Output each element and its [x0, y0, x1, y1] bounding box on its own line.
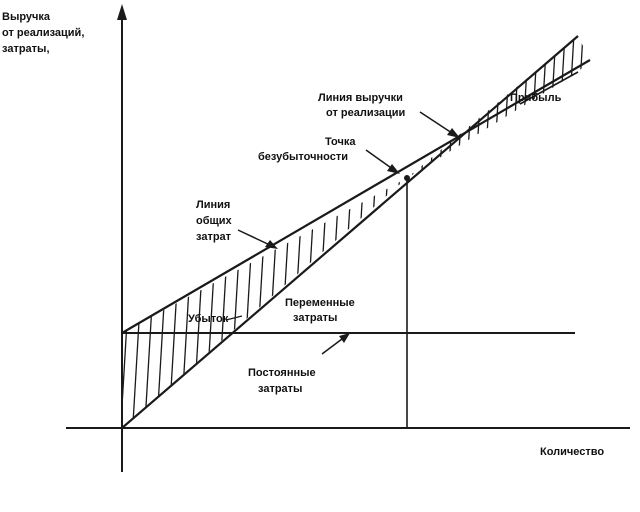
profit-label: Прибыль	[510, 92, 562, 104]
profit-hatch-stroke	[531, 36, 559, 178]
loss-pointer-arrow	[225, 315, 243, 321]
profit-hatch-stroke	[549, 36, 577, 178]
y-axis-label-line-1: Выручка	[2, 11, 51, 23]
breakeven-label-1: Точка	[325, 136, 356, 148]
loss-hatch-stroke	[0, 0, 26, 440]
x-axis-label: Количество	[540, 446, 604, 458]
profit-hatch-stroke	[334, 0, 360, 440]
revenue-pointer-arrowhead-icon	[447, 128, 460, 138]
profit-hatch-stroke	[513, 36, 541, 178]
revenue-line-label-2: от реализации	[326, 107, 405, 119]
profit-hatch-stroke	[379, 0, 405, 440]
loss-hatch-stroke	[335, 178, 363, 428]
profit-hatch-stroke	[522, 36, 550, 178]
profit-hatch-stroke	[450, 36, 478, 178]
profit-hatch-stroke	[441, 36, 469, 178]
revenue-line	[121, 35, 579, 429]
loss-hatch-stroke	[143, 178, 171, 428]
total-costs-pointer-arrowhead-icon	[265, 240, 278, 249]
loss-hatch-stroke	[0, 0, 14, 440]
fixed-costs-pointer-arrowhead-icon	[339, 333, 350, 343]
fixed-costs-label-2: затраты	[258, 383, 302, 395]
revenue-line-label-1: Линия выручки	[318, 92, 403, 104]
loss-hatch-stroke	[420, 0, 446, 440]
profit-hatch-stroke	[585, 36, 590, 178]
profit-hatch-stroke	[486, 36, 514, 178]
variable-costs-label-1: Переменные	[285, 297, 355, 309]
profit-hatch-stroke	[407, 36, 433, 178]
loss-hatch-stroke	[12, 0, 38, 440]
total-costs-label-2: общих	[196, 215, 233, 227]
profit-hatch-stroke	[316, 0, 342, 440]
profit-hatch-stroke	[432, 36, 460, 178]
profit-hatch-stroke	[540, 36, 568, 178]
loss-hatch-stroke	[0, 0, 2, 440]
loss-hatch-stroke	[167, 178, 195, 428]
loss-hatch-stroke	[383, 178, 407, 428]
breakeven-point-marker	[404, 175, 410, 181]
profit-hatch-stroke	[595, 0, 621, 440]
loss-hatch-stroke	[131, 178, 159, 428]
profit-hatch-area	[316, 0, 621, 440]
y-axis-label-line-2: от реализаций,	[2, 27, 84, 39]
fixed-costs-label-1: Постоянные	[248, 367, 316, 379]
profit-hatch-stroke	[459, 36, 487, 178]
loss-hatch-stroke	[323, 178, 351, 428]
loss-hatch-stroke	[408, 0, 434, 440]
variable-costs-label-2: затраты	[293, 312, 337, 324]
breakeven-pointer-arrow	[365, 149, 395, 171]
profit-hatch-stroke	[468, 36, 496, 178]
loss-hatch-stroke	[122, 178, 147, 428]
profit-boundary-line	[519, 71, 579, 105]
profit-hatch-stroke	[477, 36, 505, 178]
loss-hatch-stroke	[395, 178, 407, 428]
profit-hatch-stroke	[325, 0, 351, 440]
profit-hatch-stroke	[407, 36, 415, 178]
total-costs-label-3: затрат	[196, 231, 232, 243]
loss-hatch-stroke	[84, 0, 110, 440]
loss-label: Убыток	[188, 313, 229, 325]
y-axis-label-line-3: затраты,	[2, 43, 50, 55]
loss-hatch-stroke	[60, 0, 86, 440]
loss-hatch-stroke	[371, 178, 399, 428]
profit-hatch-stroke	[414, 36, 442, 178]
profit-hatch-stroke	[407, 36, 424, 178]
breakeven-pointer-arrowhead-icon	[387, 164, 400, 174]
revenue-pointer-arrow	[419, 111, 456, 136]
total-costs-line	[121, 59, 591, 334]
total-costs-label-1: Линия	[196, 199, 230, 211]
y-axis-arrow-icon	[117, 4, 127, 20]
profit-hatch-stroke	[423, 36, 451, 178]
profit-hatch-stroke	[370, 0, 396, 440]
profit-hatch-stroke	[495, 36, 523, 178]
loss-hatch-stroke	[36, 0, 62, 440]
loss-hatch-stroke	[155, 178, 183, 428]
loss-hatch-stroke	[72, 0, 98, 440]
loss-hatch-stroke	[347, 178, 375, 428]
loss-hatch-stroke	[122, 178, 123, 428]
profit-hatch-stroke	[504, 36, 532, 178]
breakeven-label-2: безубыточности	[258, 151, 348, 163]
loss-hatch-stroke	[48, 0, 74, 440]
loss-hatch-stroke	[24, 0, 50, 440]
total-costs-pointer-arrow	[237, 229, 273, 247]
